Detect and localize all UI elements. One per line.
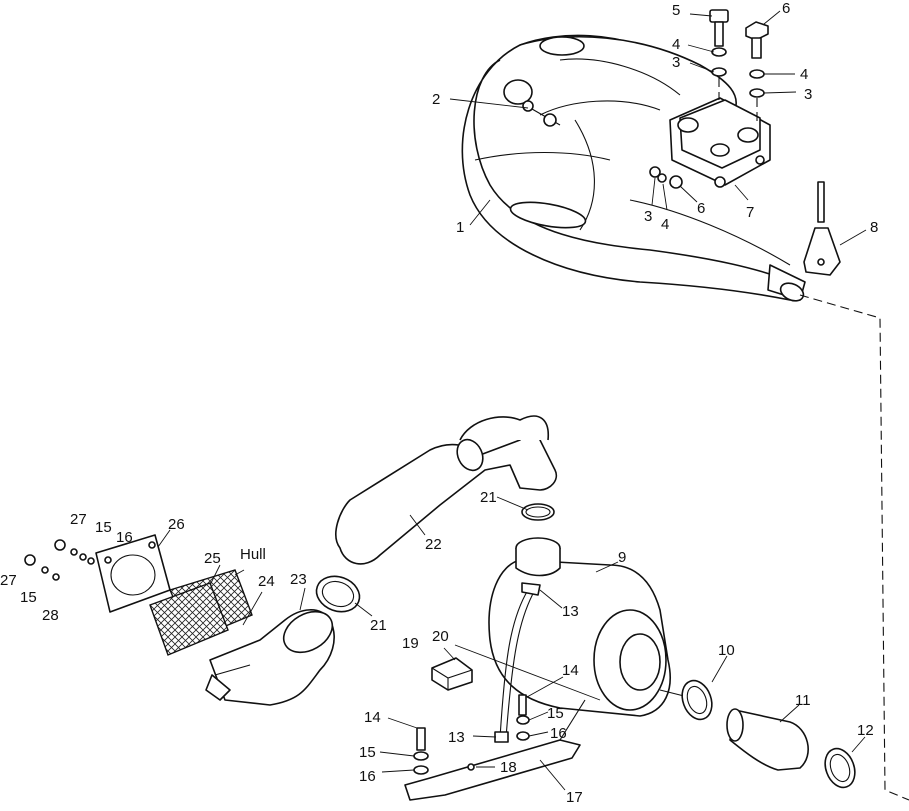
part-labels: 1 2 5 4 3 6 4 3 3 4 6 7 8 9 10 11 12 13 … bbox=[0, 0, 878, 806]
label-18: 18 bbox=[500, 759, 517, 776]
manifold-bolt-6 bbox=[745, 21, 769, 125]
hose-clamp-top bbox=[521, 503, 555, 521]
exhaust-elbow bbox=[205, 609, 335, 706]
label-6b: 6 bbox=[697, 200, 705, 217]
label-26: 26 bbox=[168, 516, 185, 533]
label-16b: 16 bbox=[359, 768, 376, 785]
label-10: 10 bbox=[718, 642, 735, 659]
bracket-bolt-left bbox=[413, 727, 429, 775]
label-hull: Hull bbox=[240, 546, 266, 563]
label-27a: 27 bbox=[70, 511, 87, 528]
label-24: 24 bbox=[258, 573, 275, 590]
muffler-strap bbox=[494, 582, 541, 743]
label-20: 20 bbox=[432, 628, 449, 645]
side-bolts bbox=[649, 166, 683, 189]
label-19: 19 bbox=[402, 635, 419, 652]
label-5: 5 bbox=[672, 2, 680, 19]
label-4b: 4 bbox=[800, 66, 808, 83]
label-15c: 15 bbox=[95, 519, 112, 536]
label-15b: 15 bbox=[359, 744, 376, 761]
leader-lines bbox=[157, 10, 867, 791]
outlet-clamp-12 bbox=[824, 747, 856, 789]
label-11: 11 bbox=[795, 692, 811, 709]
label-14a: 14 bbox=[562, 662, 579, 679]
label-13a: 13 bbox=[562, 603, 579, 620]
label-17: 17 bbox=[566, 789, 583, 806]
label-2: 2 bbox=[432, 91, 440, 108]
label-4c: 4 bbox=[661, 216, 669, 233]
assembly-centerline bbox=[799, 294, 909, 801]
hose-clamp-left bbox=[315, 575, 361, 613]
expansion-chamber bbox=[461, 34, 806, 302]
label-4a: 4 bbox=[672, 36, 680, 53]
label-12: 12 bbox=[857, 722, 874, 739]
flange-plate-26 bbox=[95, 534, 171, 613]
label-7: 7 bbox=[746, 204, 754, 221]
manifold-bolt-5 bbox=[709, 9, 729, 100]
bracket-bolt-right bbox=[467, 694, 530, 771]
exhaust-manifold bbox=[669, 97, 771, 188]
fastener-set-upper bbox=[54, 539, 95, 565]
label-6a: 6 bbox=[782, 0, 790, 17]
label-3c: 3 bbox=[644, 208, 652, 225]
label-3b: 3 bbox=[804, 86, 812, 103]
label-25: 25 bbox=[204, 550, 221, 567]
label-16c: 16 bbox=[116, 529, 133, 546]
label-22: 22 bbox=[425, 536, 442, 553]
label-9: 9 bbox=[618, 549, 626, 566]
spring-clamp bbox=[522, 100, 561, 127]
muffler bbox=[488, 537, 671, 717]
foam-block bbox=[431, 657, 473, 691]
label-23: 23 bbox=[290, 571, 307, 588]
label-3a: 3 bbox=[672, 54, 680, 71]
label-21a: 21 bbox=[480, 489, 497, 506]
label-16a: 16 bbox=[550, 725, 567, 742]
label-13b: 13 bbox=[448, 729, 465, 746]
exhaust-hose bbox=[335, 415, 558, 565]
label-15d: 15 bbox=[20, 589, 37, 606]
label-15a: 15 bbox=[547, 705, 564, 722]
outlet-hose-11 bbox=[726, 708, 809, 771]
label-14b: 14 bbox=[364, 709, 381, 726]
muffler-support-bracket bbox=[404, 699, 586, 801]
label-8: 8 bbox=[870, 219, 878, 236]
label-21b: 21 bbox=[370, 617, 387, 634]
label-1: 1 bbox=[456, 219, 464, 236]
fastener-set-lower bbox=[24, 554, 60, 581]
outlet-clamp-10 bbox=[681, 679, 713, 721]
label-27b: 27 bbox=[0, 572, 17, 589]
mounting-bracket bbox=[803, 181, 841, 276]
gasket-25 bbox=[149, 582, 229, 656]
label-28: 28 bbox=[42, 607, 59, 624]
